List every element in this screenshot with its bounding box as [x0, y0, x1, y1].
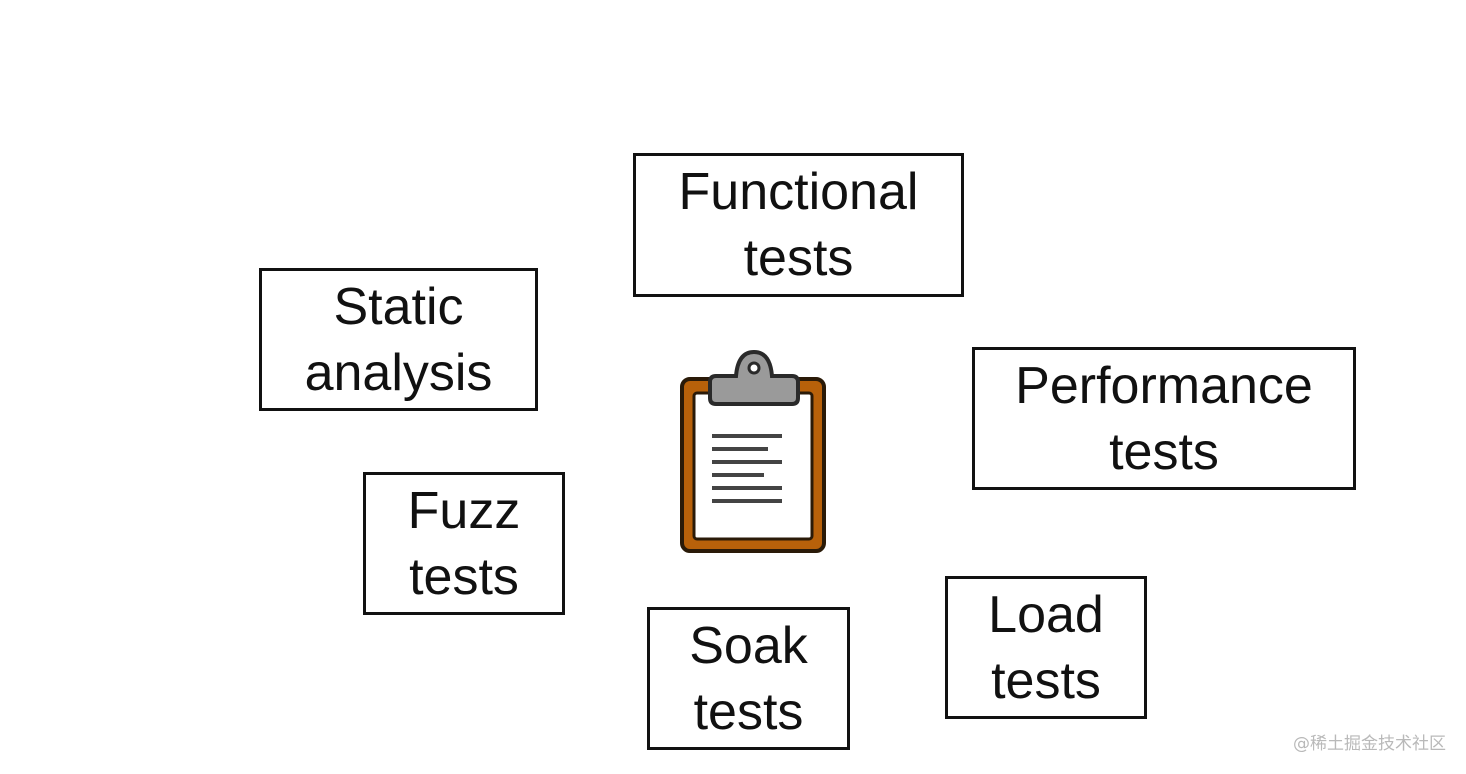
static-analysis-label-line-2: analysis: [304, 343, 493, 402]
performance-tests-label-line-2: tests: [1109, 422, 1219, 481]
watermark: @稀土掘金技术社区: [1293, 734, 1446, 754]
clipboard-icon: [680, 349, 826, 553]
soak-tests-box: Soak tests: [647, 607, 850, 750]
performance-tests-box: Performance tests: [972, 347, 1356, 490]
performance-tests-label-line-1: Performance: [1015, 356, 1313, 415]
clipboard-clip: [708, 349, 800, 406]
fuzz-tests-label-line-2: tests: [409, 547, 519, 606]
load-tests-label-line-1: Load: [988, 585, 1104, 644]
soak-tests-label-line-2: tests: [693, 682, 804, 741]
load-tests-box: Load tests: [945, 576, 1147, 719]
static-analysis-box: Static analysis: [259, 268, 538, 411]
fuzz-tests-box: Fuzz tests: [363, 472, 565, 615]
clipboard-paper: [692, 391, 814, 541]
clipboard-clip-hole: [747, 361, 761, 375]
functional-tests-label-line-1: Functional: [678, 163, 919, 221]
static-analysis-label-line-1: Static: [333, 277, 464, 336]
load-tests-label-line-2: tests: [991, 651, 1101, 710]
functional-tests-box: Functional tests: [633, 153, 964, 297]
clipboard-text-lines: [712, 434, 782, 503]
soak-tests-label-line-1: Soak: [689, 616, 808, 675]
functional-tests-label-line-2: tests: [743, 229, 854, 287]
fuzz-tests-label-line-1: Fuzz: [407, 481, 521, 540]
